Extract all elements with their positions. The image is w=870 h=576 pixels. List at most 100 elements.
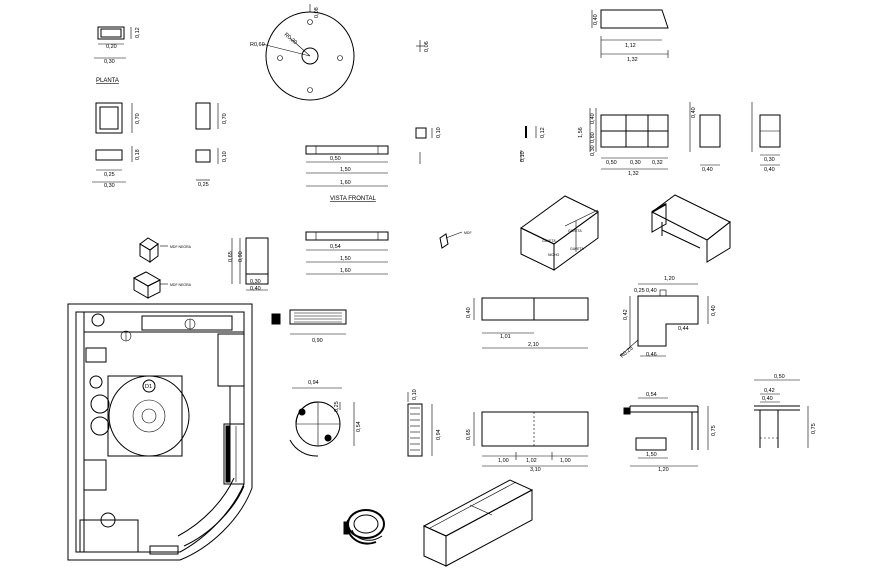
side-elevation-2: 0,30 0,40 xyxy=(751,102,781,173)
dim-label: 0,94 xyxy=(436,429,442,440)
dim-label: 0,54 xyxy=(646,392,657,398)
long-cabinet-elevation: 0,40 1,01 2,10 xyxy=(466,297,589,349)
dim-label: 0,50 xyxy=(606,160,617,166)
note-label: MDF NEGRA xyxy=(170,283,192,287)
dim-label: 1,50 xyxy=(340,256,351,262)
dim-label: 0,30 xyxy=(590,145,596,156)
dim-label: 3,10 xyxy=(530,467,541,473)
dim-label: 0,30 xyxy=(764,157,775,163)
note-label: MDF NEGRA xyxy=(170,245,192,249)
dim-label: 1,20 xyxy=(658,467,669,473)
dim-label: 1,50 xyxy=(340,167,351,173)
small-line-detail: 0,12 0,10 xyxy=(520,126,546,162)
small-square-detail: 0,10 xyxy=(415,127,442,164)
dim-label: 0,42 xyxy=(623,309,629,320)
shelf-tag: GAVETA xyxy=(570,247,584,251)
dim-label: 0,40 xyxy=(711,305,717,316)
dim-label: 0,06 xyxy=(424,41,430,52)
dim-label: 0,90 xyxy=(238,251,244,262)
dim-label: 1,60 xyxy=(340,268,351,274)
dim-label: 1,32 xyxy=(628,171,639,177)
bar-front-view-2: 0,54 1,50 1,60 xyxy=(305,231,389,275)
cabinet-elevation: 0,30 0,40 0,65 0,90 xyxy=(228,237,269,292)
dim-label: 0,40 xyxy=(590,113,596,124)
dim-label: 0,10 xyxy=(520,151,526,162)
dim-label: 0,70 xyxy=(135,113,141,124)
dim-label: 0,32 xyxy=(652,160,663,166)
dim-label: 1,12 xyxy=(625,43,636,49)
dim-label: 2,10 xyxy=(528,342,539,348)
small-box-elevation: 0,20 0,30 0,12 xyxy=(94,26,141,65)
dim-label: 0,30 xyxy=(104,59,115,65)
dim-label: 0,46 xyxy=(646,352,657,358)
dim-label: 0,20 xyxy=(106,44,117,50)
dim-label: 0,40 xyxy=(764,167,775,173)
dim-label: 0,40 xyxy=(646,288,657,294)
dim-label: 0,25 xyxy=(634,288,645,294)
bookcase-elevation: 0,50 0,30 0,32 1,32 1,56 0,40 0,80 0,30 xyxy=(578,108,669,177)
bench-elevation: 0,65 1,00 1,02 1,00 3,10 xyxy=(466,411,589,473)
shelf-tag: NICHO xyxy=(548,253,560,257)
note-label: MDF xyxy=(464,231,472,235)
dim-label: 0,40 xyxy=(593,14,599,25)
dim-label: 0,75 xyxy=(811,423,817,434)
dim-label: 0,42 xyxy=(764,388,775,394)
round-disc-plan: R0,60 R0,20 0,08 xyxy=(250,4,355,101)
dim-label: 0,10 xyxy=(412,389,418,400)
circle-tag: D1 xyxy=(145,384,152,390)
dim-label: 0,25 xyxy=(198,182,209,188)
dim-label: 0,40 xyxy=(702,167,713,173)
dim-label: 0,25 xyxy=(104,172,115,178)
dim-label: 0,30 xyxy=(104,183,115,189)
dim-label: 0,12 xyxy=(540,127,546,138)
room-floor-plan: D1 xyxy=(67,303,253,561)
vista-frontal-label: VISTA FRONTAL xyxy=(330,196,376,202)
dim-label: 0,75 xyxy=(711,425,717,436)
dim-label: 0,50 xyxy=(330,156,341,162)
dim-label: 0,18 xyxy=(135,149,141,160)
dim-label: 0,54 xyxy=(356,421,362,432)
dim-label: 0,50 xyxy=(774,374,785,380)
desk-perspective xyxy=(651,194,731,263)
dim-label: R0,60 xyxy=(250,42,265,48)
dim-label: 1,20 xyxy=(664,276,675,282)
shelf-tag: GAVETA xyxy=(568,229,582,233)
hatched-bar: 0,90 xyxy=(271,309,347,344)
dim-label: 1,02 xyxy=(526,458,537,464)
dim-label: 1,32 xyxy=(627,57,638,63)
shelf-elevation-top: 0,40 1,12 1,32 xyxy=(591,9,669,63)
shelf-tag: GAVETA xyxy=(542,239,556,243)
cube-isometric: MDF NEGRA MDF NEGRA xyxy=(132,237,192,299)
dim-label: 1,00 xyxy=(560,458,571,464)
round-table-plan: 0,94 0,25 0,54 xyxy=(289,380,362,457)
dim-label: 0,30 xyxy=(630,160,641,166)
dim-label: 0,40 xyxy=(250,286,261,292)
dim-label: 0,10 xyxy=(222,151,228,162)
dim-label: 0,40 xyxy=(762,396,773,402)
dim-label: 0,54 xyxy=(330,244,341,250)
dim-label: 1,50 xyxy=(646,452,657,458)
dim-label: R0,25 xyxy=(619,345,634,359)
dim-label: 0,25 xyxy=(334,401,340,412)
stacked-element: 0,10 0,94 xyxy=(407,389,442,457)
small-mark: 0,06 xyxy=(416,40,430,52)
column-elevation-2: 0,70 0,10 0,25 xyxy=(195,102,228,188)
dim-label: 0,12 xyxy=(135,27,141,38)
dim-label: 1,56 xyxy=(578,127,584,138)
side-elevation: 0,40 0,40 xyxy=(689,102,721,173)
dim-label: 0,70 xyxy=(222,113,228,124)
dim-label: 0,80 xyxy=(590,132,596,143)
shelf-perspective: GAVETA GAVETA NICHO GAVETA xyxy=(520,195,599,271)
dim-label: 0,08 xyxy=(314,7,320,18)
dim-label: 1,01 xyxy=(500,334,511,340)
note-arrow: MDF xyxy=(439,231,472,249)
bar-front-view: 0,50 1,50 1,60 VISTA FRONTAL xyxy=(305,145,389,202)
long-box-perspective xyxy=(422,479,534,567)
desk-elevation-2: 0,54 1,50 1,20 0,75 xyxy=(623,392,717,473)
desk-elevation-3: 0,50 0,42 0,40 0,75 xyxy=(754,374,817,448)
dim-label: 0,40 xyxy=(466,307,472,318)
dim-label: 0,30 xyxy=(250,279,261,285)
dim-label: 1,00 xyxy=(498,458,509,464)
dim-label: 1,60 xyxy=(340,180,351,186)
